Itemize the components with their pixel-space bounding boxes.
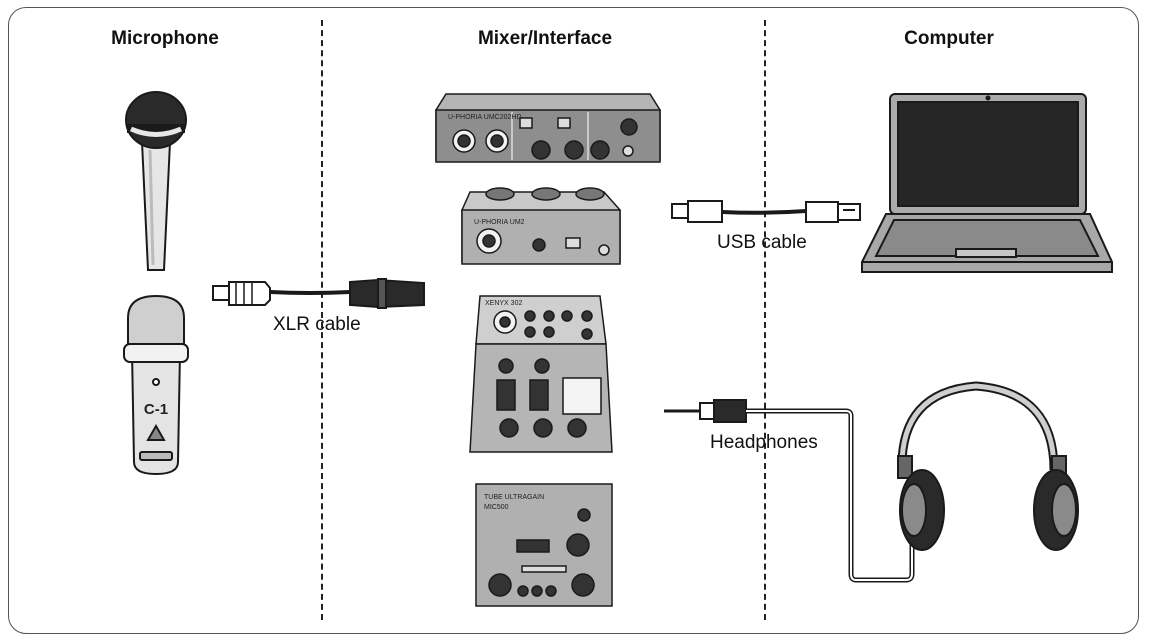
diagram-frame	[8, 7, 1139, 634]
preamp-line2-label: MIC500	[484, 504, 509, 511]
heading-mixer: Mixer/Interface	[477, 28, 613, 49]
headphones-label: Headphones	[710, 432, 818, 453]
laptop-icon	[861, 93, 1113, 273]
mixer-icon	[469, 295, 613, 453]
condenser-microphone-icon	[123, 294, 189, 476]
um2-brand-label: U-PHORIA UM2	[474, 219, 525, 226]
umc-interface-icon	[435, 93, 661, 163]
preamp-line1-label: TUBE ULTRAGAIN	[484, 494, 544, 501]
dynamic-microphone-icon	[125, 91, 187, 271]
heading-computer: Computer	[904, 28, 994, 49]
mixer-brand-label: XENYX 302	[485, 300, 522, 307]
um2-interface-icon	[461, 187, 621, 265]
divider-right	[764, 20, 766, 620]
xlr-cable-icon	[212, 278, 425, 309]
xlr-cable-label: XLR cable	[273, 314, 361, 335]
condenser-model-label: C-1	[144, 401, 168, 418]
headphones-icon	[897, 381, 1079, 551]
umc-brand-label: U-PHORIA UMC202HD	[448, 114, 522, 121]
usb-cable-label: USB cable	[717, 232, 807, 253]
headphone-cable-icon	[664, 399, 915, 583]
preamp-icon	[475, 483, 613, 607]
usb-cable-icon	[671, 200, 861, 223]
divider-left	[321, 20, 323, 620]
heading-microphone: Microphone	[111, 28, 219, 49]
